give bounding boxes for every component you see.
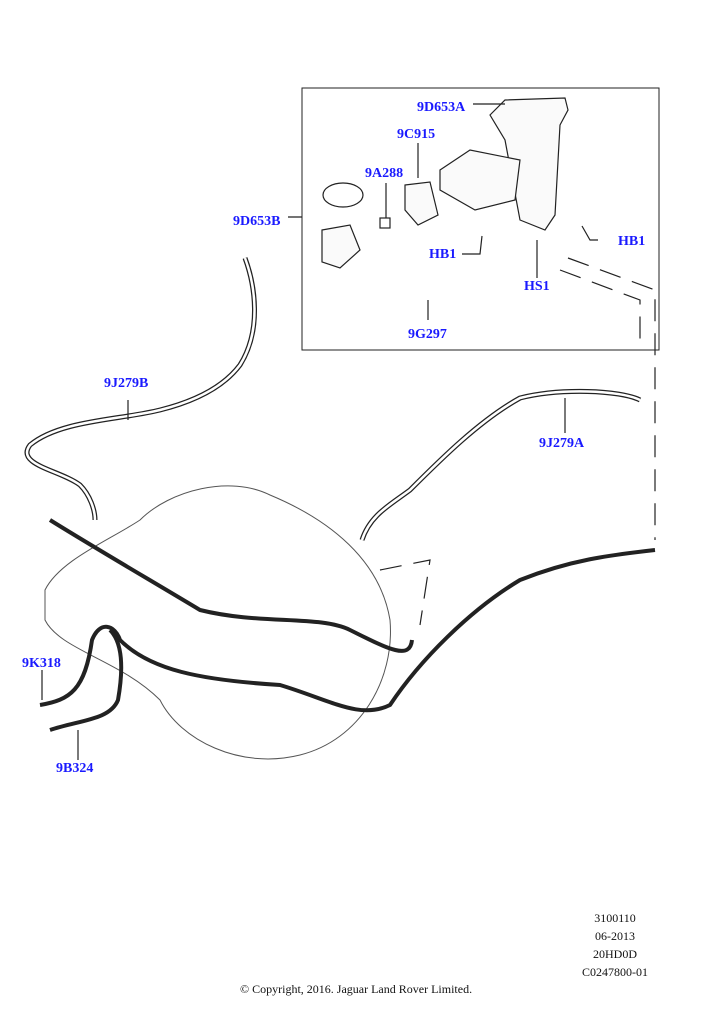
callout-9J279A[interactable]: 9J279A	[539, 436, 585, 451]
line-9K318	[39, 548, 656, 713]
callout-9G297[interactable]: 9G297	[408, 327, 447, 342]
line-9B324	[49, 628, 124, 732]
line-lower	[48, 518, 414, 653]
drawing-code: 20HD0D	[593, 947, 637, 961]
callout-HB1-left[interactable]: HB1	[429, 247, 457, 262]
callout-9D653A[interactable]: 9D653A	[417, 100, 466, 115]
drawing-number: 3100110	[594, 911, 636, 925]
drawing-ref: C0247800-01	[582, 965, 648, 979]
callout-9D653B[interactable]: 9D653B	[233, 214, 281, 229]
motor	[321, 224, 361, 269]
callout-9C915[interactable]: 9C915	[397, 127, 436, 142]
hose-9J279A	[359, 388, 642, 541]
callout-9B324[interactable]: 9B324	[56, 761, 94, 776]
drawing-date: 06-2013	[595, 929, 635, 943]
callout-HS1[interactable]: HS1	[524, 279, 550, 294]
callout-9K318[interactable]: 9K318	[22, 656, 61, 671]
pump	[404, 181, 439, 226]
seal-ring	[322, 182, 364, 208]
callout-9A288[interactable]: 9A288	[365, 166, 404, 181]
tank-outline	[44, 485, 391, 760]
copyright: © Copyright, 2016. Jaguar Land Rover Lim…	[240, 982, 473, 996]
callout-HB1-right[interactable]: HB1	[618, 234, 646, 249]
inset-frame	[301, 87, 660, 351]
drawing-info: 3100110 06-2013 20HD0D C0247800-01	[560, 909, 670, 981]
callout-9J279B[interactable]: 9J279B	[104, 376, 149, 391]
